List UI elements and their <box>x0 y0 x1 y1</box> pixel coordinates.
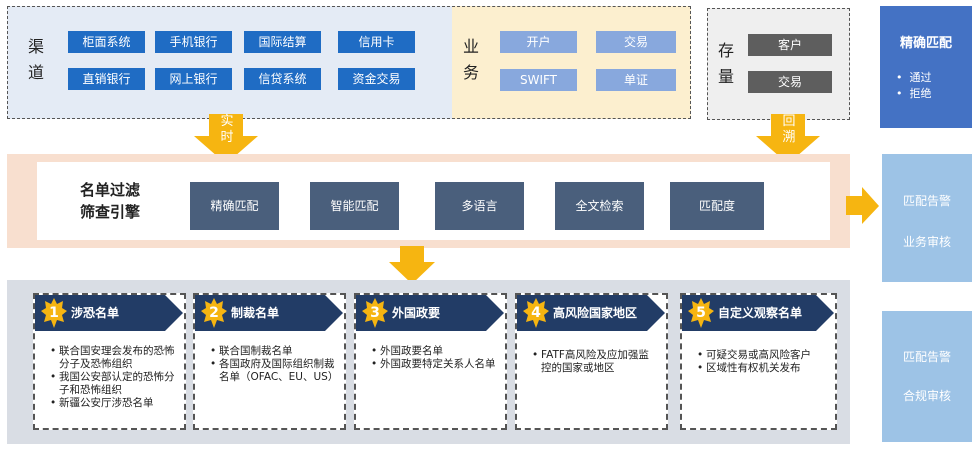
channel-chip[interactable]: 柜面系统 <box>68 31 145 53</box>
backtrack-arrow-icon <box>756 114 820 164</box>
channel-chip[interactable]: 资金交易 <box>338 68 415 90</box>
business-chip[interactable]: 交易 <box>596 31 676 53</box>
list-item: 新疆公安厅涉恐名单 <box>50 397 177 410</box>
channel-chip[interactable]: 手机银行 <box>155 31 232 53</box>
badge-number: 1 <box>49 305 59 321</box>
backtrack-label: 回溯 <box>782 114 796 145</box>
card-bullets: 联合国安理会发布的恐怖分子及恐怖组织 我国公安部认定的恐怖分子和恐怖组织 新疆公… <box>45 345 177 410</box>
list-item: 区域性有权机关发布 <box>697 362 826 375</box>
lists-arrow-icon <box>389 246 435 284</box>
engine-function-button[interactable]: 精确匹配 <box>190 182 279 230</box>
badge-number: 5 <box>696 305 706 321</box>
alert-title: 匹配告警 <box>902 194 951 208</box>
engine-title: 名单过滤 筛查引擎 <box>79 181 140 221</box>
card-bullets: FATF高风险及应加强监控的国家或地区 <box>527 349 659 375</box>
channel-chip[interactable]: 信贷系统 <box>244 68 321 90</box>
realtime-label: 实时 <box>220 114 234 145</box>
bullet-item: • 拒绝 <box>896 87 932 100</box>
exact-match-panel: 精确匹配 • 通过 • 拒绝 <box>880 6 972 128</box>
list-item: 联合国制裁名单 <box>210 345 337 358</box>
badge-number: 3 <box>370 305 380 321</box>
compliance-review-panel: 匹配告警 合规审核 <box>882 311 972 442</box>
business-label: 业务 <box>462 37 479 82</box>
channel-chip[interactable]: 信用卡 <box>338 31 415 53</box>
review-title: 合规审核 <box>902 389 951 403</box>
list-item: 外国政要名单 <box>371 345 498 358</box>
card-title: 高风险国家地区 <box>553 306 638 320</box>
alert-arrow-icon <box>846 187 879 224</box>
card-bullets: 可疑交易或高风险客户 区域性有权机关发布 <box>692 349 826 375</box>
card-title: 涉恐名单 <box>71 306 120 320</box>
business-chip[interactable]: SWIFT <box>500 69 577 91</box>
engine-function-button[interactable]: 全文检索 <box>555 182 644 230</box>
business-chip[interactable]: 开户 <box>500 31 577 53</box>
list-card-pep[interactable]: 外国政要 3 外国政要名单 外国政要特定关系人名单 <box>354 293 507 430</box>
stock-label: 存量 <box>717 41 734 86</box>
list-item: 外国政要特定关系人名单 <box>371 358 498 371</box>
review-title: 业务审核 <box>902 235 951 249</box>
badge-number: 2 <box>209 305 219 321</box>
business-review-panel: 匹配告警 业务审核 <box>882 154 972 282</box>
number-badge-icon <box>688 298 714 328</box>
realtime-arrow-icon <box>194 114 258 164</box>
list-card-terror[interactable]: 涉恐名单 1 联合国安理会发布的恐怖分子及恐怖组织 我国公安部认定的恐怖分子和恐… <box>33 293 186 430</box>
channel-label: 渠道 <box>27 37 44 82</box>
business-panel <box>452 6 691 119</box>
number-badge-icon <box>201 298 227 328</box>
channel-chip[interactable]: 网上银行 <box>155 68 232 90</box>
bullet-item: • 通过 <box>896 71 932 84</box>
stock-panel <box>707 8 850 120</box>
list-card-high-risk[interactable]: 高风险国家地区 4 FATF高风险及应加强监控的国家或地区 <box>515 293 668 430</box>
exact-match-title: 精确匹配 <box>899 36 952 51</box>
channel-chip[interactable]: 国际结算 <box>244 31 321 53</box>
list-card-watchlist[interactable]: 自定义观察名单 5 可疑交易或高风险客户 区域性有权机关发布 <box>680 293 837 430</box>
number-badge-icon <box>362 298 388 328</box>
engine-function-button[interactable]: 多语言 <box>435 182 524 230</box>
card-bullets: 外国政要名单 外国政要特定关系人名单 <box>366 345 498 371</box>
channel-panel <box>7 6 455 119</box>
alert-title: 匹配告警 <box>902 350 951 364</box>
list-item: 联合国安理会发布的恐怖分子及恐怖组织 <box>50 345 177 371</box>
list-item: 我国公安部认定的恐怖分子和恐怖组织 <box>50 371 177 397</box>
badge-number: 4 <box>531 305 541 321</box>
card-title: 制裁名单 <box>231 306 280 320</box>
stock-chip[interactable]: 交易 <box>748 71 832 93</box>
channel-chip[interactable]: 直销银行 <box>68 68 145 90</box>
list-card-sanctions[interactable]: 制裁名单 2 联合国制裁名单 各国政府及国际组织制裁名单（OFAC、EU、US） <box>193 293 346 430</box>
card-title: 外国政要 <box>392 306 441 320</box>
stock-chip[interactable]: 客户 <box>748 34 832 56</box>
list-item: 可疑交易或高风险客户 <box>697 349 826 362</box>
list-item: FATF高风险及应加强监控的国家或地区 <box>532 349 659 375</box>
business-chip[interactable]: 单证 <box>596 69 676 91</box>
card-title: 自定义观察名单 <box>718 306 803 320</box>
exact-match-bullets: • 通过 • 拒绝 <box>896 70 931 102</box>
engine-function-button[interactable]: 匹配度 <box>670 182 764 230</box>
list-item: 各国政府及国际组织制裁名单（OFAC、EU、US） <box>210 358 338 384</box>
engine-function-button[interactable]: 智能匹配 <box>310 182 399 230</box>
card-bullets: 联合国制裁名单 各国政府及国际组织制裁名单（OFAC、EU、US） <box>205 345 338 384</box>
card-header: 自定义观察名单 <box>682 295 834 331</box>
number-badge-icon <box>41 298 67 328</box>
number-badge-icon <box>523 298 549 328</box>
